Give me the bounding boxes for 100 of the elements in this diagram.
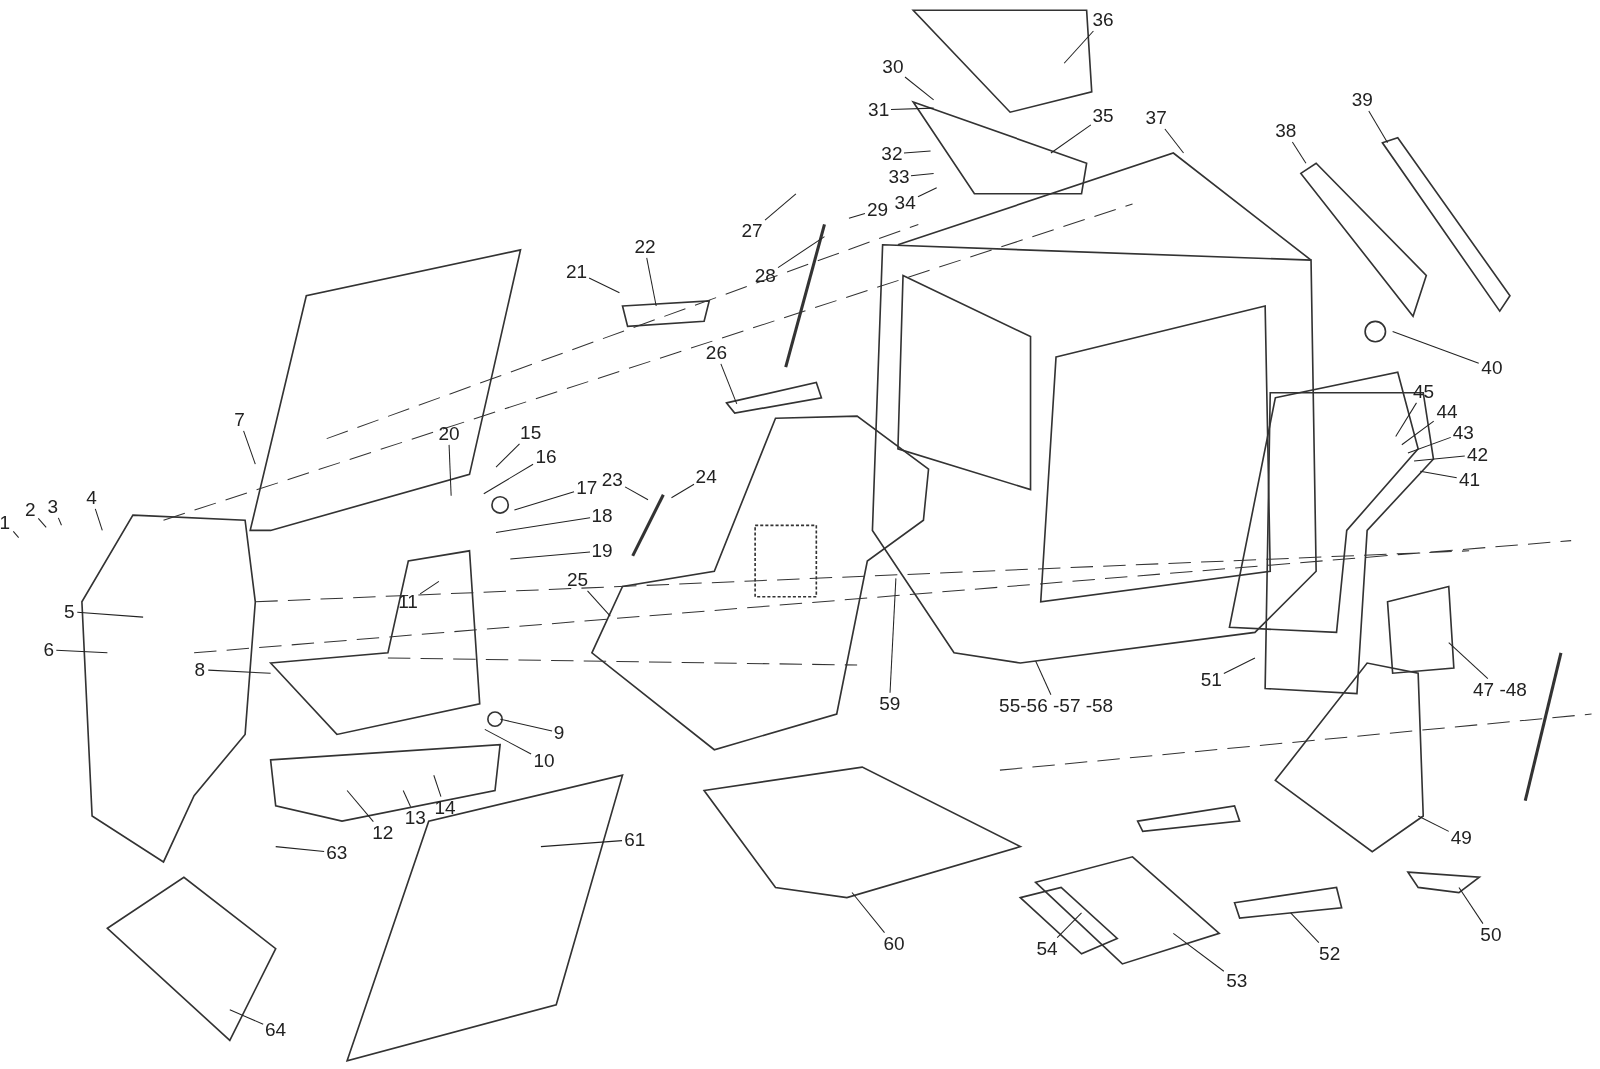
callout-number: 21 — [565, 262, 589, 283]
callout-number: 42 — [1466, 445, 1490, 466]
leader-line — [588, 277, 620, 294]
leader-line — [94, 508, 103, 531]
callout-number: 36 — [1091, 10, 1115, 31]
callout-number: 54 — [1035, 938, 1059, 959]
callout-number: 28 — [753, 265, 777, 286]
leader-line — [419, 580, 440, 595]
callout-number: 25 — [566, 569, 590, 590]
callout-number: 43 — [1451, 422, 1475, 443]
leader-line — [495, 443, 520, 468]
callout-number: 19 — [590, 541, 614, 561]
leader-line — [448, 444, 452, 497]
callout-number: 20 — [437, 423, 461, 444]
callout-number: 47 -48 — [1472, 679, 1528, 700]
leader-line — [1395, 402, 1417, 438]
leader-line — [1035, 660, 1052, 696]
leader-line — [720, 363, 738, 405]
leader-line — [1368, 110, 1389, 144]
callout-number: 35 — [1091, 106, 1115, 127]
leader-line — [229, 1009, 264, 1025]
leader-line — [1448, 642, 1489, 680]
leader-line — [1056, 912, 1083, 939]
callout-number: 8 — [193, 660, 207, 681]
callout-number: 27 — [740, 220, 764, 241]
callout-number: 44 — [1435, 402, 1459, 423]
leader-line — [243, 430, 256, 465]
leader-line — [624, 486, 649, 501]
leader-line — [1050, 124, 1092, 154]
leader-line — [670, 483, 695, 499]
leader-line — [903, 150, 932, 154]
callout-number: 60 — [882, 933, 906, 954]
leader-line — [37, 517, 47, 528]
callout-number: 7 — [233, 410, 246, 431]
leader-line — [1290, 912, 1320, 944]
callout-number: 39 — [1350, 90, 1374, 110]
callout-number: 51 — [1199, 669, 1223, 690]
leader-line — [513, 491, 575, 511]
callout-number: 55-56 -57 -58 — [998, 696, 1115, 717]
callout-number: 31 — [867, 100, 891, 121]
callout-number: 3 — [46, 497, 60, 518]
leader-line — [917, 187, 938, 198]
leader-line — [433, 774, 442, 798]
leader-line — [509, 551, 591, 560]
leader-line — [1407, 436, 1452, 454]
callout-number: 30 — [881, 57, 905, 78]
callout-number: 37 — [1144, 108, 1168, 129]
callout-number: 23 — [600, 469, 624, 490]
callout-number: 1 — [0, 513, 12, 534]
callout-number: 6 — [42, 640, 56, 660]
leader-line — [889, 577, 897, 694]
callout-number: 38 — [1274, 120, 1298, 141]
leader-line — [346, 790, 374, 823]
callout-number: 5 — [62, 602, 76, 623]
leader-line — [777, 236, 825, 269]
callout-number: 9 — [552, 722, 566, 743]
leader-line — [499, 718, 553, 732]
leader-line — [483, 463, 534, 495]
leader-line — [1223, 657, 1256, 674]
callout-number: 13 — [403, 808, 427, 829]
leader-line — [1401, 420, 1435, 446]
callout-number: 64 — [264, 1019, 288, 1040]
callout-number: 17 — [575, 477, 599, 498]
leader-line — [851, 892, 886, 934]
leader-line — [764, 193, 797, 221]
leader-line — [1172, 932, 1225, 972]
leader-line — [275, 846, 325, 852]
callout-number: 11 — [397, 592, 419, 613]
callout-number: 59 — [878, 694, 902, 715]
callout-number: 22 — [633, 236, 657, 257]
callout-number: 4 — [85, 487, 98, 508]
leader-line — [646, 257, 657, 307]
leader-line — [55, 649, 108, 654]
callout-number: 40 — [1480, 358, 1504, 379]
leader-line — [904, 76, 935, 101]
callout-number: 41 — [1457, 469, 1481, 490]
leader-line — [1164, 128, 1185, 154]
leader-line — [1413, 455, 1466, 462]
leader-line — [12, 530, 20, 539]
leader-line — [587, 590, 611, 617]
leader-line — [57, 517, 62, 526]
callout-number: 18 — [590, 506, 614, 527]
callout-number: 12 — [371, 822, 395, 843]
callout-number: 32 — [880, 144, 904, 165]
callout-number: 63 — [325, 843, 349, 864]
callout-number: 2 — [24, 500, 37, 521]
callout-number: 10 — [532, 751, 556, 772]
callout-number: 49 — [1449, 827, 1473, 848]
leader-line — [848, 213, 866, 219]
callout-number: 26 — [704, 343, 728, 364]
leader-line — [1063, 30, 1094, 64]
leader-line — [1392, 331, 1480, 364]
leader-line — [910, 172, 935, 177]
leader-line — [484, 728, 532, 755]
leader-line — [1458, 886, 1484, 925]
leader-line — [1417, 815, 1450, 832]
leader-line — [540, 840, 623, 848]
leader-line — [1419, 470, 1458, 479]
callout-number: 61 — [623, 829, 647, 850]
callout-number: 33 — [887, 166, 911, 187]
